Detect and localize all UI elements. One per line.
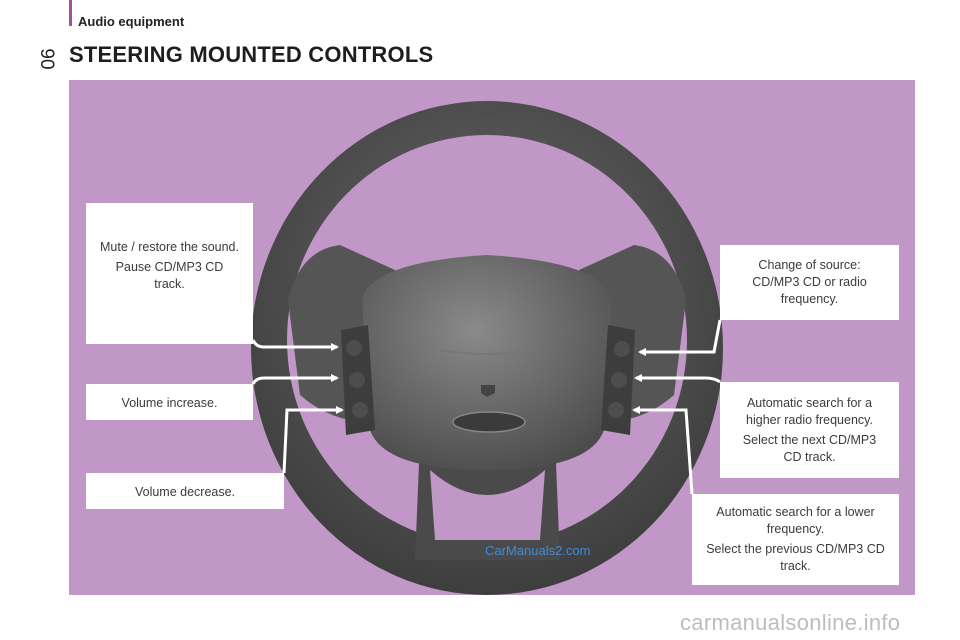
left-control-pad bbox=[341, 325, 375, 435]
arrow-source bbox=[638, 319, 722, 356]
mute-icon[interactable] bbox=[346, 340, 362, 356]
volume-up-icon[interactable] bbox=[349, 372, 365, 388]
airbag-icon bbox=[481, 385, 495, 397]
section-label: Audio equipment bbox=[78, 14, 185, 29]
seek-up-icon[interactable] bbox=[611, 372, 627, 388]
airbag-hub bbox=[362, 255, 612, 470]
callout-volume-down: Volume decrease. bbox=[86, 473, 284, 509]
page-title: STEERING MOUNTED CONTROLS bbox=[69, 42, 434, 67]
callout-search-up: Automatic search for a higher radio freq… bbox=[720, 382, 899, 478]
volume-down-icon[interactable] bbox=[352, 402, 368, 418]
callout-source: Change of source: CD/MP3 CD or radio fre… bbox=[720, 245, 899, 320]
source-icon[interactable] bbox=[614, 341, 630, 357]
seek-down-icon[interactable] bbox=[608, 402, 624, 418]
arrow-volume-up bbox=[251, 374, 339, 385]
right-control-pad bbox=[601, 325, 635, 435]
watermark-text: CarManuals2.com bbox=[485, 543, 591, 558]
callout-search-down: Automatic search for a lower frequency. … bbox=[692, 494, 899, 585]
section-accent-bar bbox=[69, 0, 72, 26]
arrow-mute bbox=[251, 339, 339, 351]
callout-volume-up: Volume increase. bbox=[86, 384, 253, 420]
footer-watermark: carmanualsonline.info bbox=[680, 610, 901, 635]
brand-badge bbox=[452, 411, 526, 433]
arrow-search-up bbox=[634, 374, 721, 384]
arrow-volume-down bbox=[282, 406, 344, 474]
callout-mute: Mute / restore the sound. Pause CD/MP3 C… bbox=[86, 203, 253, 344]
arrow-search-down bbox=[632, 406, 694, 495]
